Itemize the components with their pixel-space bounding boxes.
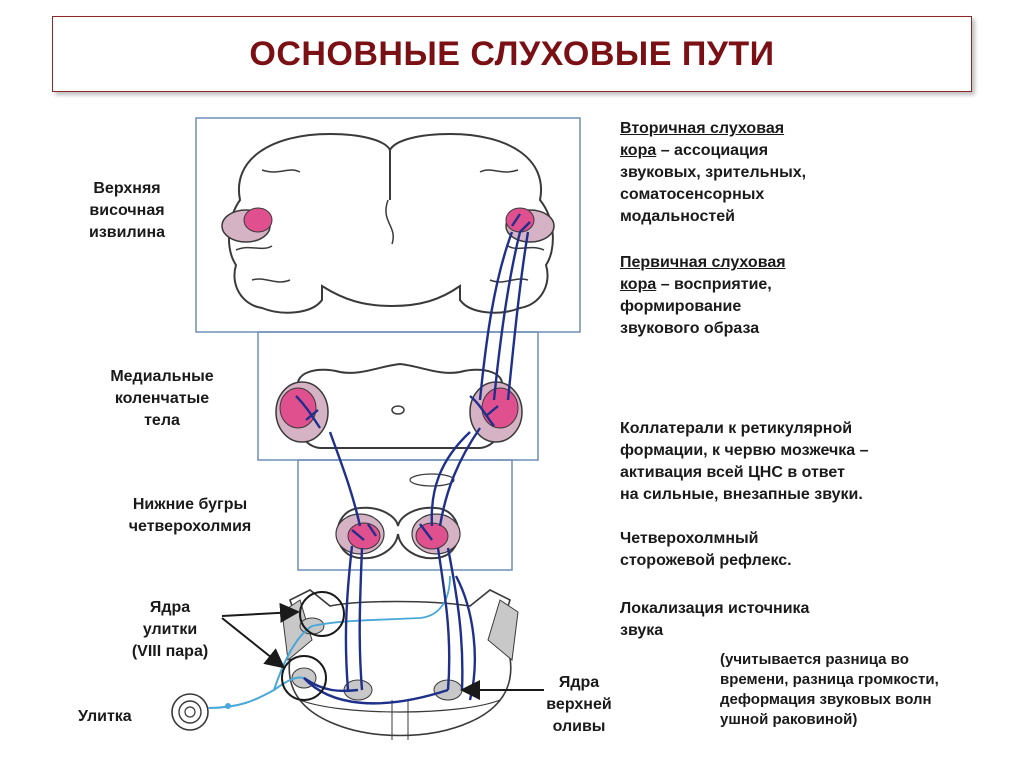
cochlear-nerve	[207, 676, 305, 709]
corpus-callosum-line	[385, 199, 394, 245]
term-primary-cortex-line1: Первичная слуховая	[620, 254, 786, 271]
text-line: на сильные, внезапные звуки.	[620, 486, 863, 503]
title-frame: ОСНОВНЫЕ СЛУХОВЫЕ ПУТИ	[52, 16, 972, 92]
right-cerebellar-peduncle	[487, 599, 519, 661]
right-brachium-ic-2	[438, 427, 481, 527]
right-mgb-inner	[481, 387, 519, 429]
text-line: – восприятие,	[656, 276, 772, 293]
label-line: (VIII пара)	[131, 643, 209, 660]
text-line: формации, к червю мозжечка –	[620, 442, 869, 459]
label-line: коленчатые	[114, 390, 210, 407]
label-superior-olive: Ядра верхней оливы	[534, 672, 624, 738]
frame-midbrain	[297, 459, 513, 571]
acoustic-radiation-1	[478, 231, 514, 401]
text-primary-auditory-cortex: Первичная слуховая кора – восприятие, фо…	[620, 252, 920, 340]
text-localization-note: (учитывается разница во времени, разница…	[720, 650, 1010, 730]
text-sound-localization: Локализация источника звука	[620, 598, 920, 642]
left-lateral-lemniscus	[344, 545, 354, 691]
label-line: Медиальные	[110, 368, 214, 385]
text-line: Четверохолмный	[620, 530, 759, 547]
left-primary-cortex	[243, 207, 273, 233]
left-mgb-inner	[279, 387, 317, 429]
label-medial-geniculate: Медиальные коленчатые тела	[82, 366, 242, 432]
ipsilateral-olive-fiber	[303, 677, 359, 693]
label-inferior-colliculi: Нижние бугры четверохолмия	[100, 494, 280, 538]
text-line: времени, разница громкости,	[720, 671, 939, 688]
text-line: формирование	[620, 298, 742, 315]
label-line: височная	[89, 202, 165, 219]
cochlea-turn	[178, 700, 202, 724]
label-line: тела	[144, 412, 180, 429]
label-line: Нижние бугры	[132, 496, 248, 513]
cochlear-nerve-dorsal-branch	[273, 625, 313, 691]
text-collaterals: Коллатерали к ретикулярной формации, к ч…	[620, 418, 1010, 506]
trapezoid-body-fiber	[303, 677, 449, 705]
cochlea-apex	[184, 706, 196, 718]
text-secondary-auditory-cortex: Вторичная слуховая кора – ассоциация зву…	[620, 118, 920, 228]
label-cochlea: Улитка	[78, 708, 132, 725]
text-line: – ассоциация	[656, 142, 769, 159]
right-primary-cortex	[505, 207, 535, 233]
right-lateral-lemniscus	[436, 547, 451, 691]
spiral-ganglion-cell	[225, 703, 231, 709]
text-line: (учитывается разница во	[720, 651, 909, 668]
text-line: ушной раковиной)	[720, 711, 858, 728]
text-line: звуковых, зрительных,	[620, 164, 807, 181]
label-line: оливы	[552, 718, 606, 735]
label-line: улитки	[142, 621, 198, 638]
auditory-pathway-lines	[295, 213, 531, 705]
highlight-ventral-cochlear-nucleus	[281, 655, 327, 701]
term-primary-cortex-line2: кора	[620, 276, 657, 293]
label-line: извилина	[88, 224, 166, 241]
label-line: Ядра	[149, 599, 191, 616]
label-line: верхней	[546, 696, 612, 713]
midline-raphe	[391, 700, 409, 740]
text-line: Коллатерали к ретикулярной	[620, 420, 853, 437]
brain-section	[227, 132, 554, 314]
text-line: сторожевой рефлекс.	[620, 552, 792, 569]
text-line: модальностей	[620, 208, 735, 225]
text-line: звука	[620, 622, 664, 639]
arrow-to-ventral-nucleus	[221, 617, 286, 669]
label-line: Верхняя	[93, 180, 161, 197]
left-mgb-synapses	[295, 395, 321, 429]
third-ventricle	[391, 405, 405, 415]
right-mgb-synapses	[469, 395, 499, 427]
term-secondary-cortex-line1: Вторичная слуховая	[620, 120, 785, 137]
page-title: ОСНОВНЫЕ СЛУХОВЫЕ ПУТИ	[249, 34, 775, 73]
aqueduct-rim	[409, 473, 455, 487]
label-cochlear-nuclei: Ядра улитки (VIII пара)	[100, 597, 240, 663]
highlight-dorsal-cochlear-nucleus	[299, 591, 345, 637]
right-lateral-lemniscus-2	[446, 547, 464, 691]
label-superior-temporal-gyrus: Верхняя височная извилина	[62, 178, 192, 244]
text-line: звукового образа	[620, 320, 760, 337]
term-secondary-cortex-line2: кора	[620, 142, 657, 159]
label-line: четверохолмия	[128, 518, 252, 535]
ic-synapses	[351, 523, 433, 541]
arrow-to-dorsal-nucleus	[221, 602, 300, 623]
text-tectal-reflex: Четверохолмный сторожевой рефлекс.	[620, 528, 920, 572]
text-line: Локализация источника	[620, 600, 810, 617]
left-brachium-ic	[328, 431, 362, 527]
acoustic-radiation-2	[492, 231, 522, 401]
acoustic-radiation-3	[506, 231, 530, 401]
cochlea-icon	[171, 693, 209, 731]
left-lateral-lemniscus-2	[358, 547, 364, 691]
cortex-synapses	[511, 213, 531, 233]
label-line: Ядра	[558, 674, 600, 691]
text-line: активация всей ЦНС в ответ	[620, 464, 845, 481]
text-line: деформация звуковых волн	[720, 691, 932, 708]
right-brachium-ic	[430, 431, 471, 527]
ventral-medulla-outline	[299, 699, 501, 713]
medulla-section	[288, 589, 512, 737]
text-line: соматосенсорных	[620, 186, 765, 203]
